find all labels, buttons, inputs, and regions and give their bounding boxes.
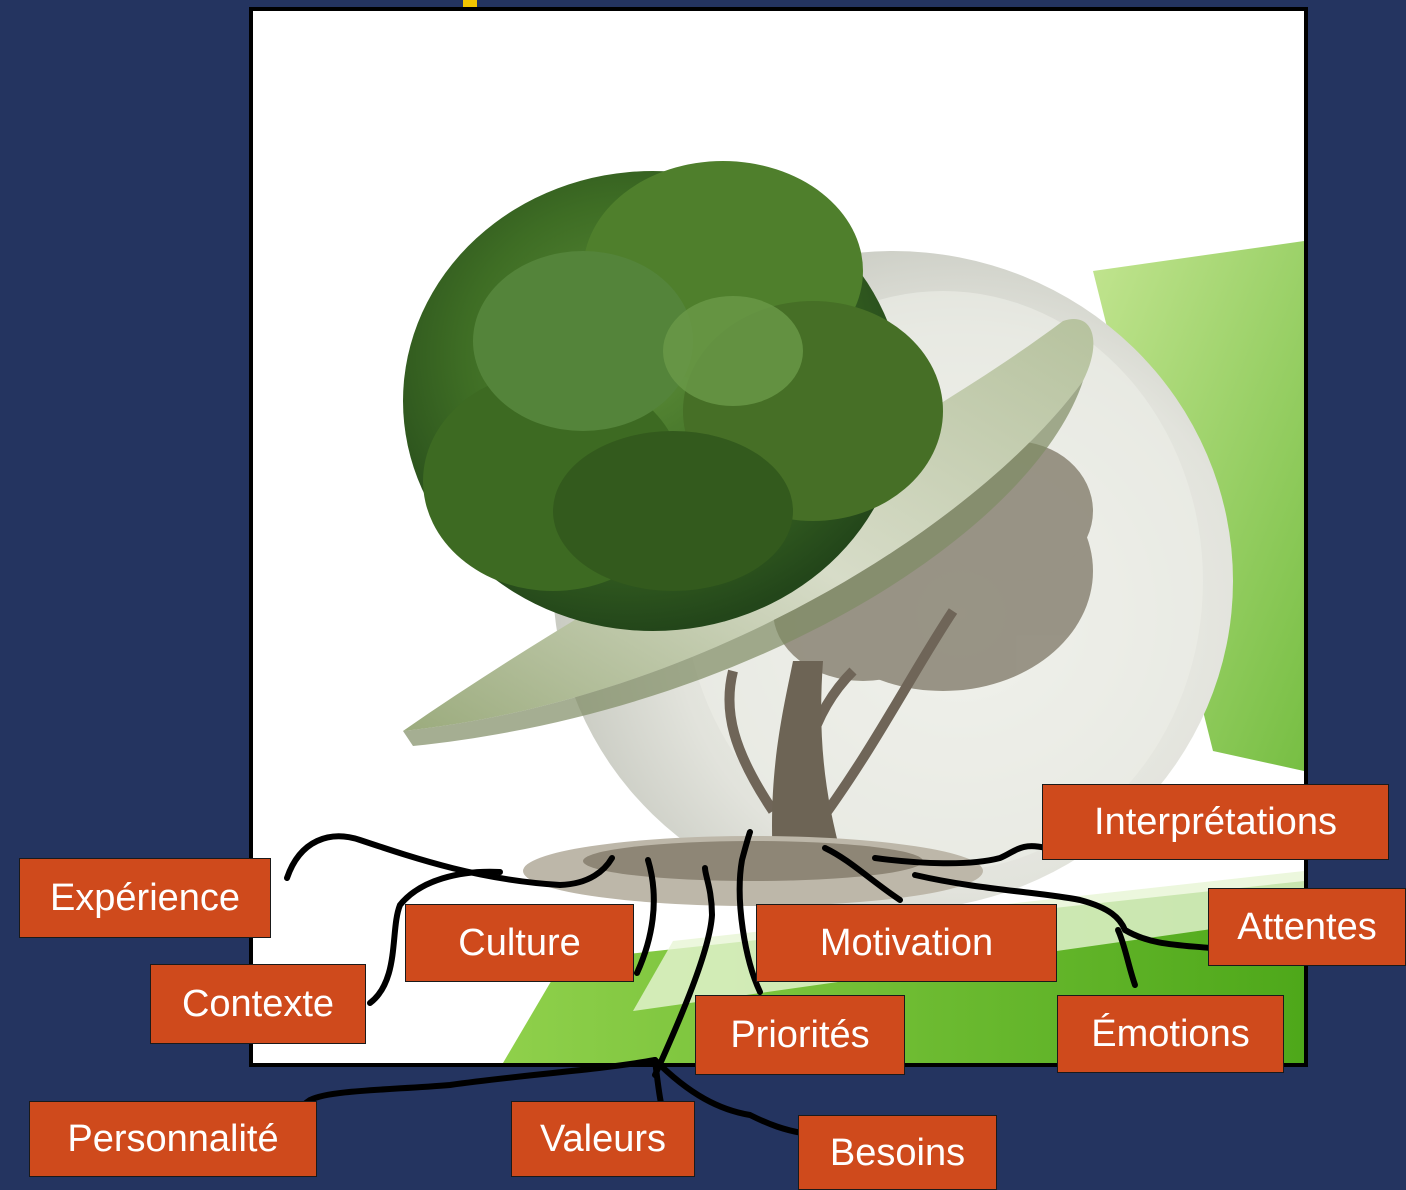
- label-personnalite: Personnalité: [29, 1101, 317, 1177]
- label-valeurs: Valeurs: [511, 1101, 695, 1177]
- label-contexte: Contexte: [150, 964, 366, 1044]
- label-besoins: Besoins: [798, 1115, 997, 1190]
- label-motivation: Motivation: [756, 904, 1057, 982]
- label-culture: Culture: [405, 904, 634, 982]
- label-attentes: Attentes: [1208, 888, 1406, 966]
- label-interpretations: Interprétations: [1042, 784, 1389, 860]
- label-emotions: Émotions: [1057, 995, 1284, 1073]
- label-priorites: Priorités: [695, 995, 905, 1075]
- label-experience: Expérience: [19, 858, 271, 938]
